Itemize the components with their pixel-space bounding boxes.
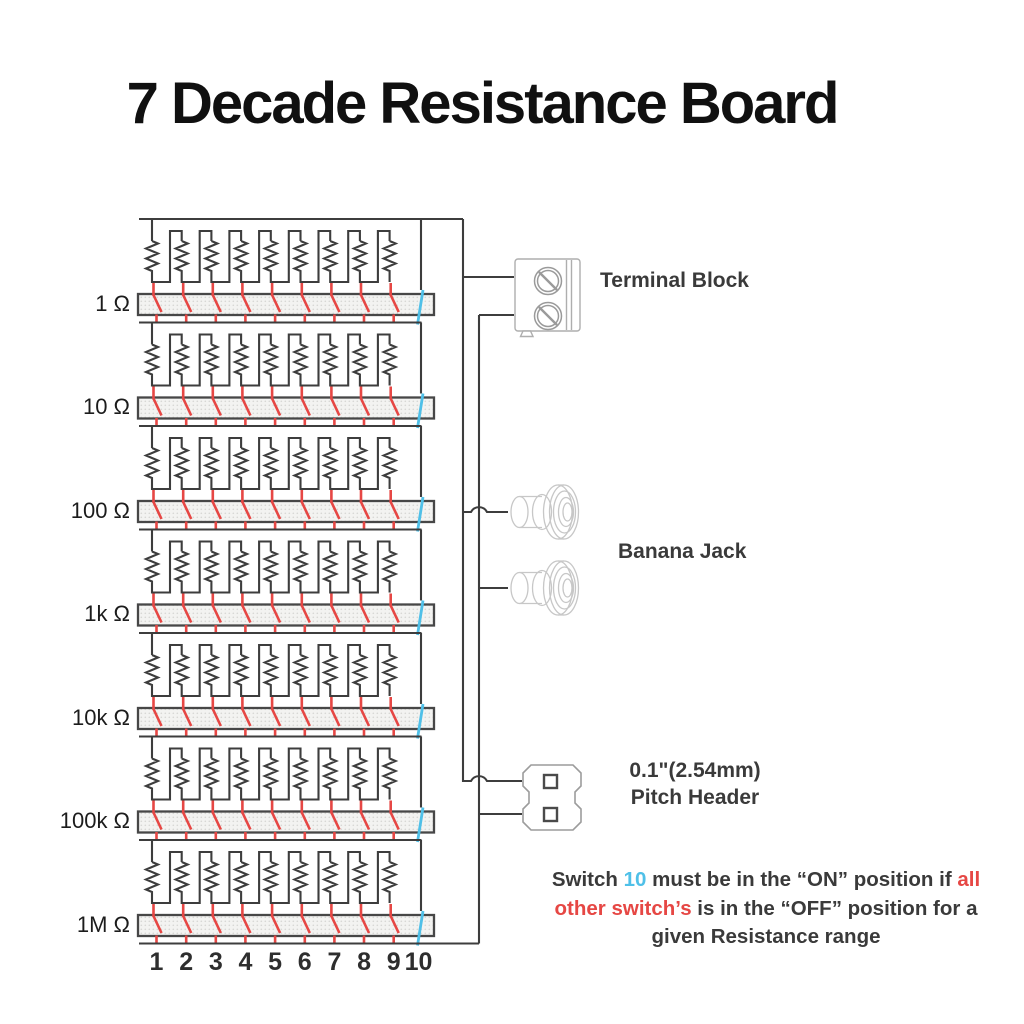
note-line: given Resistance range [516,923,1016,952]
decade-row [136,838,436,946]
dip-switch-bank [136,396,436,420]
switch-number: 10 [404,948,433,976]
terminal-block-label: Terminal Block [600,269,749,292]
dip-switch-bank [136,810,436,834]
decade-label: 1 Ω [95,290,130,316]
decade-label: 10 Ω [82,394,130,419]
switch-number: 5 [268,948,283,976]
note-segment: given Resistance range [651,925,881,948]
switch-number: 4 [238,948,253,976]
switch-off-levers [152,593,400,634]
switch-10-on-lever [416,910,425,946]
decade-row [136,321,436,429]
banana-jack-icon [510,484,580,540]
switch-off-levers [152,283,400,324]
switch-number: 9 [386,948,401,976]
resistor-network [139,528,423,601]
pitch-header-label: 0.1"(2.54mm) Pitch Header [602,757,788,811]
switch-number: 2 [179,948,194,976]
decade-label: 100k Ω [59,808,130,833]
wiring [139,219,522,945]
terminal-block-icon [514,258,581,338]
note-segment: all [957,868,981,891]
decade-label: 1M Ω [76,911,130,937]
banana-jack-label: Banana Jack [618,540,747,563]
dip-switch-bank [136,603,436,627]
switch-note: Switch 10 must be in the “ON” position i… [516,866,1016,952]
banana-jacks [510,484,580,616]
wire-bus-b [461,219,522,783]
switch-number: 1 [149,948,164,976]
decade-row [136,528,436,636]
switch-10-on-lever [416,807,425,843]
resistor-network [139,321,423,394]
decade-row [136,735,436,843]
note-segment: other switch’s [554,896,692,920]
note-line: Switch 10 must be in the “ON” position i… [516,866,1016,895]
note-segment: 10 [623,868,647,891]
decade-label: 100 Ω [70,497,130,523]
wire-bus-c [477,313,514,944]
switch-10-on-lever [416,496,425,532]
decade-label: 1k Ω [84,601,130,626]
decade-row [136,631,436,739]
resistor-network [139,735,423,808]
decade-label: 10k Ω [71,704,130,730]
resistor-network [139,838,423,911]
page-title: 7 Decade Resistance Board [126,71,840,136]
switch-10-on-lever [416,393,425,429]
decade-rows [136,217,463,946]
switch-off-levers [152,386,400,427]
switch-off-levers [152,800,400,841]
pitch-header-icon [522,764,582,831]
dip-switch-bank [136,706,436,731]
switch-number: 3 [208,948,223,976]
decade-row [136,217,463,325]
banana-jack-icon [510,560,580,616]
resistor-network [139,424,423,497]
note-segment: must be in the “ON” position if [646,868,958,891]
note-segment: Switch [551,868,624,891]
note-segment: is in the “OFF” position for a [691,896,978,920]
decade-row [136,424,436,532]
switch-number: 6 [297,948,312,976]
pitch-header-label-line1: 0.1"(2.54mm) [629,759,761,782]
pitch-header-label-line2: Pitch Header [630,786,760,809]
dip-switch-bank [136,499,436,524]
resistor-network [139,217,463,290]
note-line: other switch’s is in the “OFF” position … [516,895,1016,924]
switch-number: 7 [327,948,342,976]
switch-10-on-lever [416,289,425,325]
dip-switch-bank [136,913,436,938]
switch-off-levers [152,697,400,738]
resistor-network [139,631,423,704]
wire-banana-top [463,506,508,514]
switch-10-on-lever [416,703,425,739]
switch-number: 8 [357,948,371,976]
switch-10-on-lever [416,600,425,636]
switch-off-levers [152,490,400,531]
switch-off-levers [152,904,400,945]
dip-switch-bank [136,292,436,317]
